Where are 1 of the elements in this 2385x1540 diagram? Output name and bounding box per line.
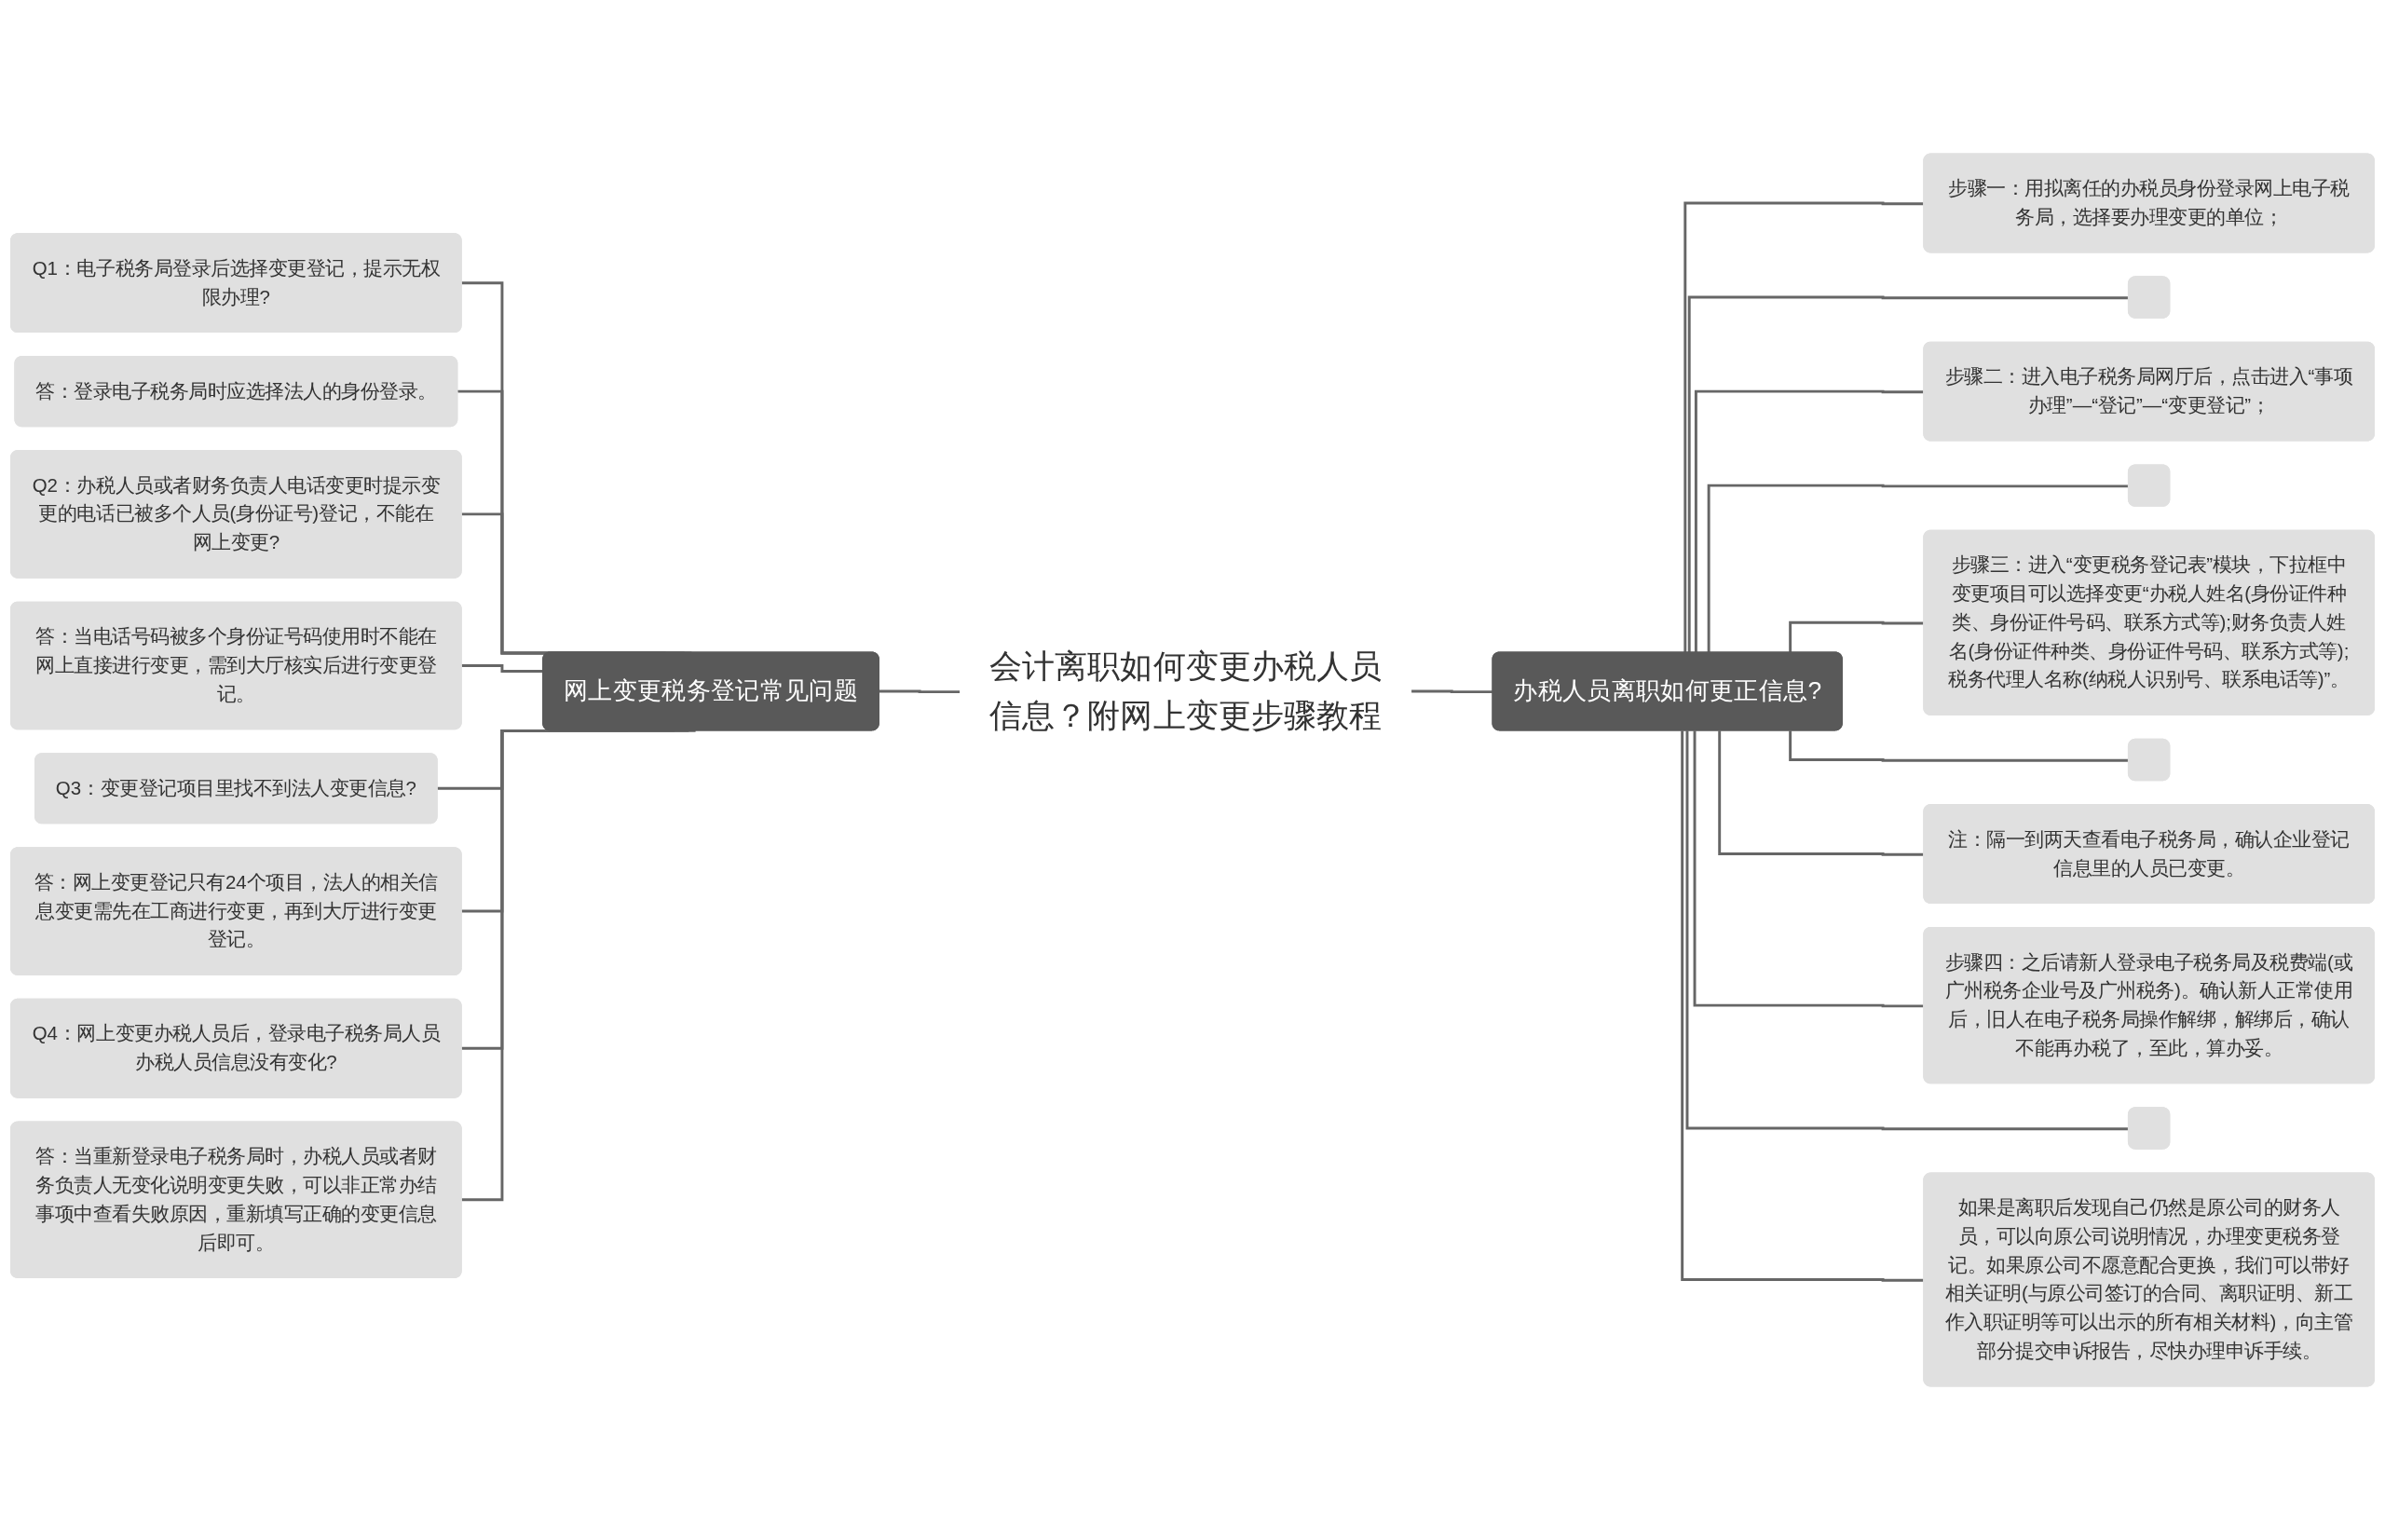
node-text: 会计离职如何变更办税人员信息？附网上变更步骤教程 [988, 647, 1383, 734]
